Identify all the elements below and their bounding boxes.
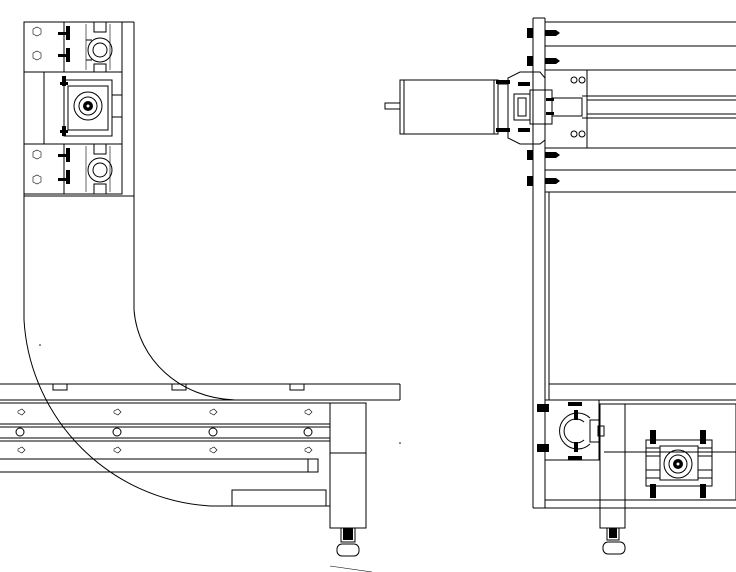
vertical-column: [23, 21, 330, 507]
right-view: [384, 17, 736, 555]
frame-bolts: [527, 28, 560, 186]
right-end-leg: [599, 403, 626, 555]
middle-bearing-block: [43, 71, 123, 145]
lower-clamp-block: [23, 143, 134, 197]
left-end-leg: [329, 402, 367, 557]
motor: [384, 71, 546, 145]
horizontal-beam: [0, 383, 401, 528]
lower-right-clamp: [537, 399, 736, 461]
left-view: [0, 21, 401, 572]
motor-coupling: [513, 69, 736, 149]
top-clamp-block: [23, 21, 123, 73]
